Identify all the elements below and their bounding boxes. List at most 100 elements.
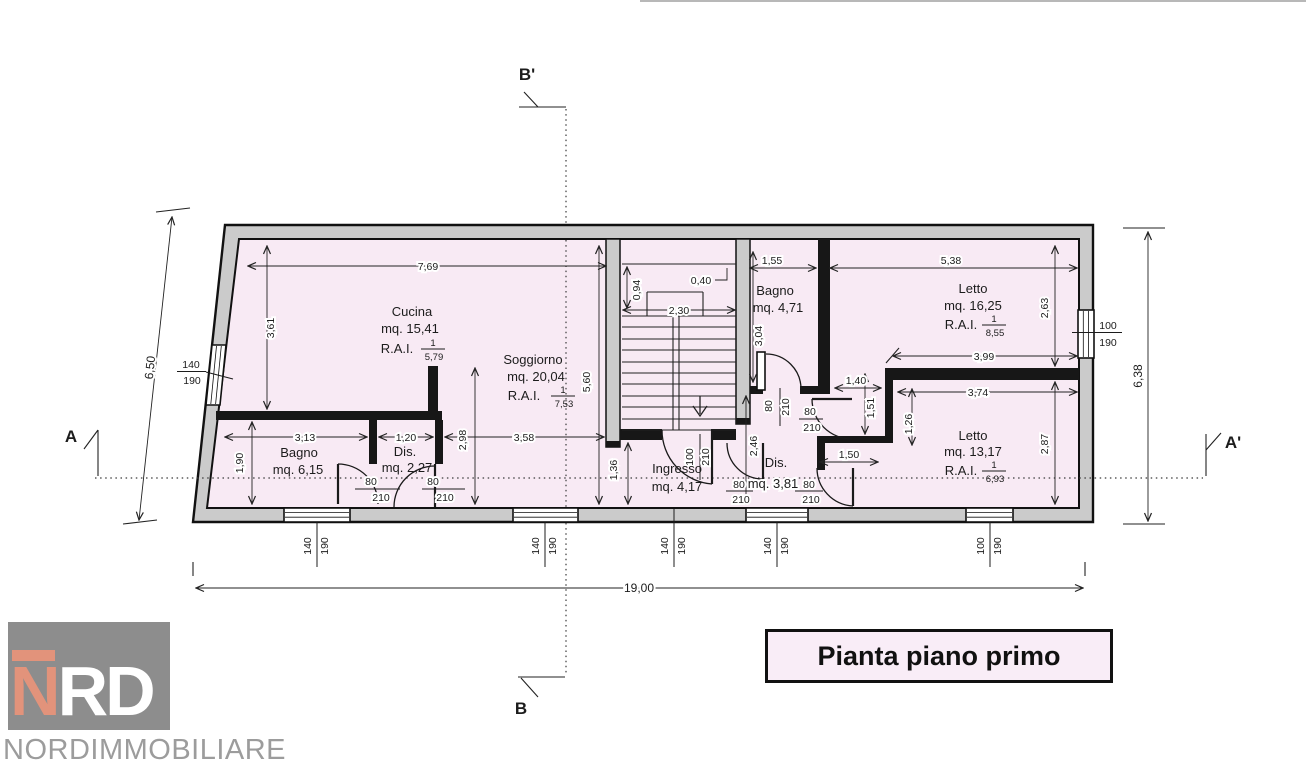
svg-text:B': B' [519, 65, 535, 84]
wall-bagno2-south-right [800, 386, 830, 394]
dim-label: 3,04 [753, 326, 765, 347]
logo-letter-n: N [10, 652, 61, 730]
dim-label: 3,74 [968, 387, 989, 399]
svg-text:mq. 6,15: mq. 6,15 [273, 462, 324, 477]
room-label-dis2: Dis. mq. 3,81 [746, 455, 801, 493]
wall-bagno2-letto1 [818, 239, 830, 394]
wall-stair-south-left [620, 429, 662, 440]
door-label: 210 [700, 448, 712, 466]
logo-accent-bar-icon [12, 650, 55, 661]
svg-text:mq. 4,17: mq. 4,17 [652, 479, 703, 494]
room-label-letto2: Letto mq. 13,17 R.A.I. 1 6,93 [944, 428, 1006, 485]
wall-dis2-jog [817, 436, 893, 443]
dim-label: 2,30 [669, 305, 690, 317]
window-label: 190 [183, 375, 201, 387]
dim-label: 3,61 [265, 318, 277, 339]
window-bottom-4 [965, 507, 1014, 523]
svg-text:Dis.: Dis. [765, 455, 787, 470]
svg-text:8,55: 8,55 [986, 328, 1005, 339]
door-ingresso-dis2 [726, 442, 765, 480]
wall-bagno1-dis1 [369, 420, 377, 464]
stair-direction-arrow [692, 396, 708, 418]
dim-label: 7,69 [418, 261, 439, 273]
section-lines [95, 109, 1203, 675]
wall-letto2-west-jog [885, 380, 893, 443]
dim-label: 1,36 [608, 460, 620, 481]
svg-text:R.A.I.: R.A.I. [945, 317, 978, 332]
dim-label-total-width: 19,00 [624, 581, 654, 595]
svg-text:R.A.I.: R.A.I. [381, 341, 414, 356]
window-bottom-3 [745, 507, 809, 523]
svg-text:mq. 4,71: mq. 4,71 [753, 300, 804, 315]
dim-label: 1,50 [839, 449, 860, 461]
svg-text:B: B [515, 699, 527, 718]
dimension-lines [122, 207, 1165, 588]
dim-label: 1,90 [234, 453, 246, 474]
opening-labels: 140 190 100 190 140 190 140 190 140 190 … [177, 318, 1122, 567]
svg-text:mq. 20,04: mq. 20,04 [507, 369, 565, 384]
dim-label: 5,38 [941, 255, 962, 267]
wall-dis2-jog-down [817, 443, 825, 470]
wall-stairwell-west [605, 238, 621, 448]
window-right [1077, 309, 1095, 359]
window-label: 140 [762, 537, 774, 555]
window-label: 140 [659, 537, 671, 555]
door-label: 210 [372, 492, 390, 504]
svg-text:Dis.: Dis. [394, 444, 416, 459]
door-label: 80 [733, 479, 745, 491]
door-dis1 [393, 464, 437, 508]
door-label: 210 [803, 422, 821, 434]
dim-label: 3,58 [514, 432, 535, 444]
svg-text:A: A [65, 427, 77, 446]
door-niche [811, 397, 853, 440]
logo-letters: NRD [10, 656, 156, 726]
window-label: 190 [547, 537, 559, 555]
room-label-cucina: Cucina mq. 15,41 R.A.I. 1 5,79 [381, 304, 445, 363]
dimension-labels: 7,69 3,61 5,60 0,94 2,30 0,40 1,55 3,04 … [140, 253, 1147, 597]
door-label: 210 [780, 398, 792, 416]
dim-label: 3,13 [295, 432, 316, 444]
svg-text:6,93: 6,93 [986, 474, 1005, 485]
door-dis2-letto2 [816, 467, 855, 507]
staircase [622, 263, 736, 431]
wall-cucina-south [216, 411, 442, 420]
wall-stairwell-west-cap [606, 441, 620, 447]
agency-logo: NRD [8, 622, 170, 730]
section-marker-b-prime: B' [519, 65, 566, 108]
window-bottom-2 [512, 507, 579, 523]
section-marker-a: A [65, 427, 99, 476]
svg-text:Cucina: Cucina [392, 304, 433, 319]
room-label-dis1: Dis. mq. 2,27 [382, 444, 433, 475]
svg-text:Soggiorno: Soggiorno [503, 352, 562, 367]
section-marker-a-prime: A' [1205, 432, 1241, 476]
window-label: 140 [302, 537, 314, 555]
svg-text:Letto: Letto [959, 428, 988, 443]
dim-label: 2,46 [748, 436, 760, 457]
agency-name: NORDIMMOBILIARE [3, 734, 287, 766]
svg-text:mq. 3,81: mq. 3,81 [748, 476, 799, 491]
svg-text:1: 1 [991, 314, 996, 325]
svg-text:mq. 2,27: mq. 2,27 [382, 460, 433, 475]
wall-letto1-south [885, 368, 1079, 380]
plan-title-box: Pianta piano primo [765, 629, 1113, 683]
window-label: 190 [676, 537, 688, 555]
door-label: 210 [732, 494, 750, 506]
svg-text:Ingresso: Ingresso [652, 461, 702, 476]
window-label: 140 [530, 537, 542, 555]
window-label: 100 [1099, 320, 1117, 332]
svg-text:mq. 13,17: mq. 13,17 [944, 444, 1002, 459]
door-label: 100 [684, 448, 696, 466]
window-label: 190 [319, 537, 331, 555]
wall-stairwell-east [735, 238, 751, 425]
room-label-bagno1: Bagno mq. 6,15 [273, 445, 324, 477]
section-markers: A A' B' B [65, 65, 1241, 718]
svg-text:1: 1 [991, 460, 996, 471]
svg-text:mq. 15,41: mq. 15,41 [381, 321, 439, 336]
svg-text:Bagno: Bagno [280, 445, 318, 460]
window-label: 140 [182, 359, 200, 371]
dim-leader-040 [715, 268, 728, 281]
room-label-bagno2: Bagno mq. 4,71 [753, 283, 804, 315]
svg-text:R.A.I.: R.A.I. [945, 463, 978, 478]
room-labels: Cucina mq. 15,41 R.A.I. 1 5,79 Soggiorno… [273, 281, 1006, 494]
